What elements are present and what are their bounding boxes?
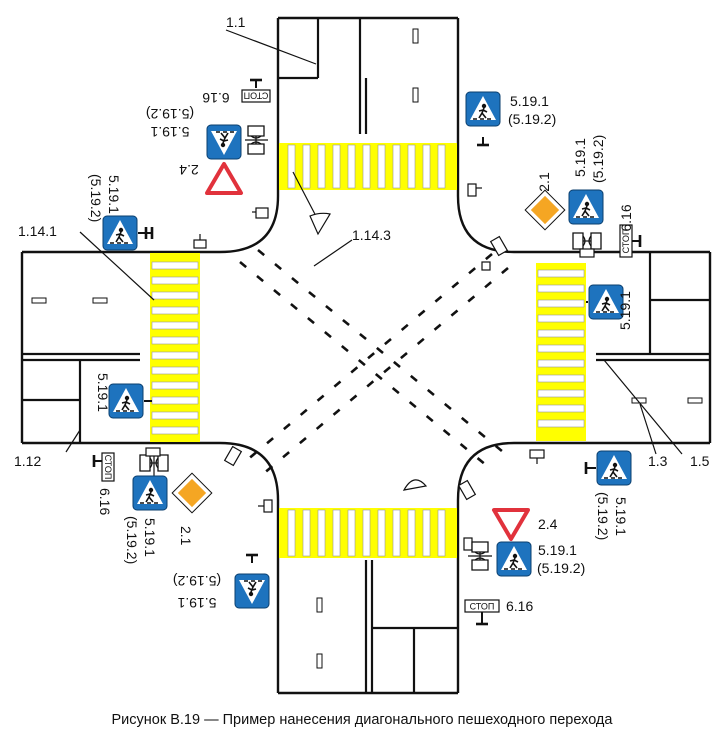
w-crossing-alt: (5.19.2) — [88, 174, 104, 222]
nw-traffic-light — [245, 125, 268, 155]
se-yield-code: 2.4 — [538, 516, 558, 532]
ne-crossing-sign — [568, 189, 604, 225]
label-1-3: 1.3 — [648, 453, 668, 469]
ne-crossing-alt: (5.19.2) — [590, 135, 606, 183]
ne-traffic-light — [572, 232, 602, 258]
edge-nw — [22, 18, 280, 254]
nw-stop-sign: СТОП — [241, 78, 271, 103]
dash-marks — [31, 28, 703, 669]
s-crossing-code: 5.19.1 — [177, 595, 216, 611]
crosswalk-south — [279, 508, 457, 558]
se-yield-sign — [492, 508, 530, 541]
w-lane-crossing-sign — [108, 383, 144, 419]
w-crossing-code: 5.19.1 — [106, 175, 122, 214]
e-lane-crossing-alt: (5.19.2) — [595, 492, 611, 540]
edge-ne — [456, 18, 710, 254]
edge-sw — [22, 441, 280, 693]
road-edges — [20, 16, 712, 695]
crosswalk-west — [150, 253, 200, 442]
label-1-14-1: 1.14.1 — [18, 223, 57, 239]
n-crossing-code: 5.19.1 — [510, 93, 549, 109]
ne-small-signals — [481, 235, 509, 271]
nw-small-signals — [193, 207, 331, 249]
sw-stop-sign: СТОП — [92, 452, 115, 482]
label-1-5: 1.5 — [690, 453, 710, 469]
sw-crossing-sign — [132, 475, 168, 511]
se-crossing-alt: (5.19.2) — [537, 560, 585, 576]
e-lane-crossing-code: 5.19.1 — [613, 497, 629, 536]
e-small-signal — [529, 449, 545, 464]
intersection-diagram: СТОП 6.16 5.19.1 (5.19.2) 2.4 5.19.1 (5.… — [14, 14, 712, 695]
svg-text:СТОП: СТОП — [244, 91, 269, 101]
s-crossing-alt: (5.19.2) — [173, 573, 221, 589]
e-crossing-code: 5.19.1 — [617, 291, 633, 330]
ne-stop-code: 6.16 — [618, 204, 634, 231]
e-lane-crossing-sign — [596, 450, 632, 486]
w-crossing-sign — [102, 215, 138, 251]
n-crossing-sign — [465, 91, 501, 127]
se-traffic-light — [468, 541, 492, 571]
lane-markings — [22, 18, 710, 693]
nw-yield-sign — [205, 162, 243, 195]
n-crossing-alt: (5.19.2) — [508, 111, 556, 127]
label-1-12: 1.12 — [14, 453, 41, 469]
se-small-signals — [402, 479, 478, 551]
n-small-signal — [467, 183, 482, 197]
ne-priority-sign — [524, 189, 566, 231]
s-crossing-sign — [234, 573, 270, 609]
svg-text:СТОП: СТОП — [621, 229, 631, 254]
svg-text:СТОП: СТОП — [470, 602, 495, 612]
w-lane-crossing-code: 5.19.1 — [95, 373, 111, 412]
edge-se — [456, 441, 710, 693]
sw-crossing-code: 5.19.1 — [142, 518, 158, 557]
se-stop-code: 6.16 — [506, 598, 533, 614]
label-1-14-3: 1.14.3 — [352, 227, 391, 243]
se-stop-sign: СТОП — [464, 599, 500, 626]
ne-priority-code: 2.1 — [536, 172, 552, 192]
crosswalk-east — [536, 263, 586, 441]
se-crossing-sign — [496, 541, 532, 577]
sw-traffic-light — [139, 447, 169, 476]
nw-crossing-alt: (5.19.2) — [146, 106, 194, 122]
sw-priority-sign — [171, 472, 213, 514]
nw-crossing-sign — [206, 124, 242, 160]
label-1-1: 1.1 — [226, 14, 246, 30]
figure-caption: Рисунок В.19 — Пример нанесения диагонал… — [111, 712, 613, 728]
sw-crossing-alt: (5.19.2) — [124, 516, 140, 564]
svg-text:СТОП: СТОП — [103, 455, 113, 480]
sw-small-signals — [223, 445, 273, 513]
sw-priority-code: 2.1 — [178, 526, 194, 546]
leader-lines — [65, 29, 683, 455]
nw-crossing-code: 5.19.1 — [150, 124, 189, 140]
se-crossing-code: 5.19.1 — [538, 542, 577, 558]
ne-crossing-code: 5.19.1 — [572, 138, 588, 177]
diagonal-crossing — [239, 248, 509, 481]
ne-stop-sign: СТОП — [619, 224, 642, 258]
crosswalk-north — [279, 143, 457, 190]
nw-yield-code: 2.4 — [179, 162, 199, 178]
nw-stop-code: 6.16 — [202, 90, 229, 106]
sw-stop-code: 6.16 — [97, 488, 113, 515]
